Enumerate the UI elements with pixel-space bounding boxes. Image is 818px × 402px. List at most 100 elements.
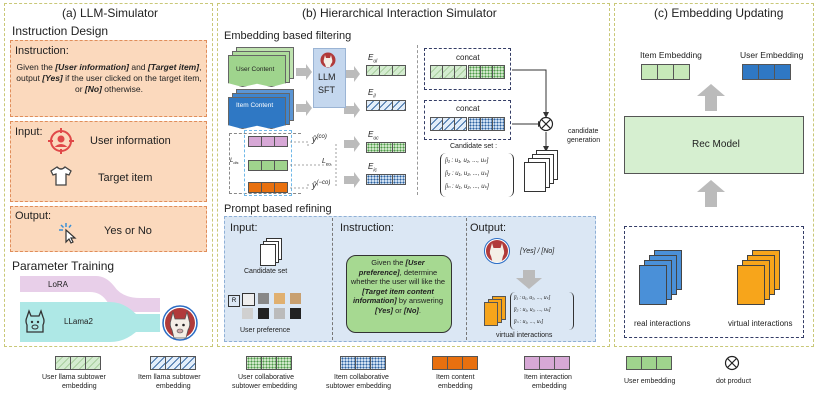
pr-user-pref: [User preference] [358, 258, 425, 277]
pr-output-label: Output: [470, 222, 507, 234]
rec-model-label: Rec Model [692, 139, 740, 150]
user-target-icon [48, 128, 74, 154]
llama2-label: LLama2 [64, 317, 93, 326]
llm-label: LLM [318, 72, 336, 82]
emb-item-collab [366, 174, 406, 185]
legend-swatch-user-embedding [626, 356, 672, 370]
instruction-design-heading: Instruction Design [12, 24, 109, 38]
l-co-l: L [322, 158, 326, 165]
instruction-box [10, 40, 207, 117]
legend-swatch-item-llama [150, 356, 196, 370]
arrows-to-llm [296, 64, 360, 188]
panel-c-title: (c) Embedding Updating [654, 6, 784, 20]
legend-label-1a: User llama subtower [42, 374, 106, 381]
legend-label-6b: embedding [532, 383, 567, 390]
item-content-label: Item Content [236, 102, 274, 109]
e-ul-sub: ul [373, 58, 378, 65]
emb-item-content [248, 182, 288, 193]
e-ic-e: E [368, 162, 374, 171]
tshirt-icon [50, 166, 72, 186]
user-content-doc [228, 47, 294, 87]
emb-user-llama [366, 65, 406, 76]
panel-hierarchical-simulator [217, 3, 610, 347]
user-preference-grid: R [228, 292, 324, 322]
legend-swatch-user-collab [246, 356, 292, 370]
e-ic-label: Eic [368, 162, 377, 174]
input-label: Input: [15, 126, 43, 138]
llm-llama-icon [320, 52, 336, 68]
item-embedding-cells [641, 64, 691, 80]
legend-label-7a: User embedding [624, 378, 676, 385]
pr-candidate-set-label: Candidate set [244, 268, 288, 275]
filter-divider [417, 45, 418, 195]
pr-target: [Target item content information] [352, 286, 434, 306]
pr-t1: Given the [371, 258, 404, 267]
legend-label-8a: dot product [716, 378, 752, 385]
pr-down-arrow [516, 270, 542, 289]
pr-llama-icon [484, 238, 510, 264]
pr-instruction-text: Given the [User preference], determine w… [350, 258, 446, 315]
y-co-label: ŷ(co) [312, 134, 327, 144]
pr-user-preference-label: User preference [240, 327, 291, 334]
legend-label-6a: Item interaction [524, 374, 572, 381]
e-ic-sub: ic [373, 167, 377, 174]
y-co-sup: (co) [316, 134, 327, 140]
lora-label: LoRA [48, 280, 69, 289]
e-il-e: E [368, 88, 374, 97]
e-uc-e: E [368, 130, 374, 139]
interactions-to-rec-arrow [697, 180, 725, 207]
output-box [10, 206, 207, 252]
y-neg-co-label: ŷ(−co) [312, 180, 330, 190]
legend-dot-product-icon [724, 355, 740, 371]
llama-outline-icon [25, 309, 45, 333]
l-co-label: Lco [322, 158, 331, 166]
parameter-training-flow [20, 276, 160, 342]
sft-label: SFT [318, 85, 335, 95]
emb-item-interaction [248, 136, 288, 147]
concat-user-cells [430, 65, 506, 79]
rec-model-box [624, 116, 804, 174]
cand-row-1: [i₁ : u₁, u₂, ..., uₖ] [445, 158, 489, 164]
instr-t4: if the user [65, 73, 103, 83]
user-embedding-label: User Embedding [740, 50, 804, 60]
legend: User llama subtower embedding Item llama… [0, 350, 818, 402]
concat-label-2: concat [456, 104, 480, 113]
embedding-filtering-heading: Embedding based filtering [224, 30, 352, 42]
y-neg-co-sup: (−co) [316, 180, 331, 186]
instr-no: [No] [84, 84, 102, 94]
emb-item-llama [366, 100, 406, 111]
l-dis-l: L [230, 158, 234, 164]
l-dis-label: Ldis [230, 158, 238, 165]
panel-llm-simulator [4, 3, 213, 347]
instr-t6: otherwise. [104, 84, 144, 94]
cand-row-3: [iₙ : u₁, u₂, ..., uₖ] [445, 184, 489, 190]
panel-b-title: (b) Hierarchical Interaction Simulator [302, 6, 497, 20]
instruction-text: Given the [User information] and [Target… [15, 62, 203, 95]
legend-swatch-user-llama [55, 356, 101, 370]
llama-avatar-icon [162, 305, 198, 341]
legend-label-2b: embedding [156, 383, 191, 390]
pr-t2: , determine whether the user will like t… [350, 267, 446, 287]
concat-box-user [424, 48, 511, 90]
virtual-interactions-label: virtual interactions [728, 319, 793, 328]
legend-label-2a: Item llama subtower [138, 374, 201, 381]
concat-label-1: concat [456, 53, 480, 62]
panel-a-title: (a) LLM-Simulator [62, 6, 159, 20]
input-box [10, 121, 207, 202]
l-dis-sub: dis [233, 160, 239, 166]
pr-instruction-label: Instruction: [340, 222, 394, 234]
pr-candidate-doc-stack [258, 238, 284, 266]
pr-no: [No] [403, 305, 419, 315]
instr-t5: clicked on the target item, or [74, 73, 202, 94]
e-uc-sub: uc [373, 135, 379, 142]
instr-t2: and [131, 62, 146, 72]
rec-to-emb-arrow [697, 84, 725, 111]
legend-label-4a: Item collaborative [334, 374, 389, 381]
item-embedding-label: Item Embedding [640, 50, 702, 60]
pr-t5: . [418, 305, 421, 315]
instr-target-item: [Target item] [147, 62, 200, 72]
pr-t4: or [395, 305, 402, 315]
pr-instruction-bubble [346, 255, 452, 333]
yes-no-formula: [Yes] / [No] [520, 248, 555, 255]
legend-label-5a: Item content [436, 374, 475, 381]
